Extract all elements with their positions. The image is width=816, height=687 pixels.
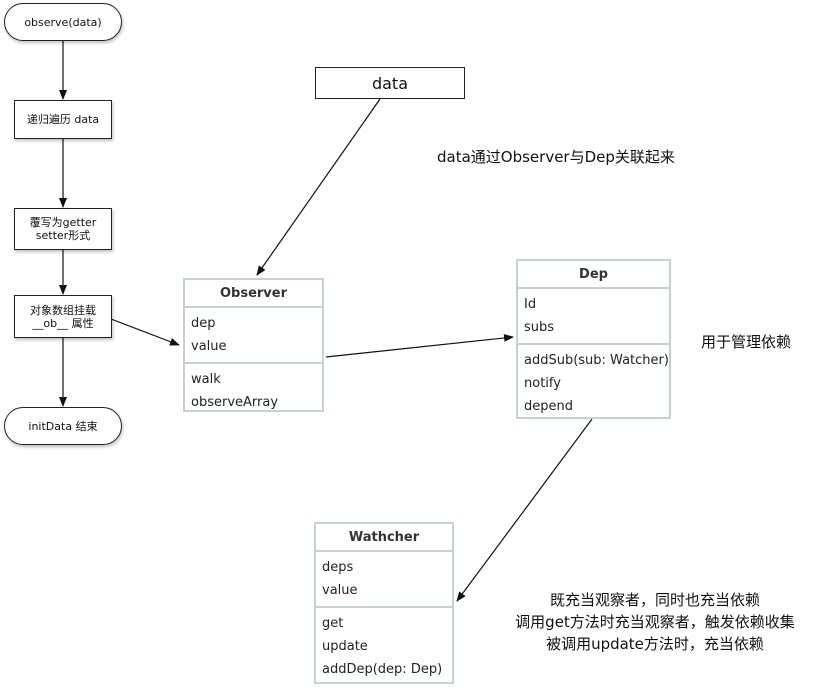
note-data-link: data通过Observer与Dep关联起来 [437, 148, 675, 166]
dep-class-title: Dep [518, 261, 669, 289]
dep-method: notify [524, 376, 561, 391]
watcher-methods: get update addDep(dep: Dep) [316, 606, 452, 685]
dep-attribute: Id [524, 297, 537, 312]
observer-method: observeArray [191, 395, 279, 410]
watcher-attribute: deps [322, 560, 354, 575]
data-box-label: data [371, 73, 409, 93]
watcher-attribute: value [322, 583, 358, 598]
note-watcher-role-line: 既充当观察者，同时也充当依赖 [549, 591, 760, 609]
watcher-method: addDep(dep: Dep) [322, 662, 443, 677]
flow-end-node: initData 结束 [4, 407, 122, 445]
arrow-step3-to-observer [110, 318, 180, 346]
arrow-dep-to-watcher [456, 418, 593, 602]
data-box: data [315, 67, 465, 99]
arrow-observer-to-dep [325, 333, 514, 358]
observer-attributes: dep value [185, 308, 322, 362]
observer-method: walk [191, 372, 221, 387]
flow-step-getter-setter: 覆写为getter setter形式 [14, 208, 112, 250]
watcher-attributes: deps value [316, 552, 452, 606]
note-watcher-role: 既充当观察者，同时也充当依赖 调用get方法时充当观察者，触发依赖收集 被调用u… [490, 589, 816, 655]
watcher-class-box: Wathcher deps value get update addDep(de… [314, 522, 454, 684]
dep-methods: addSub(sub: Watcher) notify depend [518, 343, 669, 422]
flow-start-label: observe(data) [24, 15, 102, 29]
note-dep-purpose: 用于管理依赖 [701, 333, 792, 351]
observer-class-box: Observer dep value walk observeArray [183, 278, 324, 412]
arrow-data-to-observer [256, 98, 381, 276]
flow-step-mount-ob: 对象数组挂载 __ob__ 属性 [14, 295, 112, 338]
dep-attributes: Id subs [518, 289, 669, 343]
flow-step-getter-setter-label: 覆写为getter setter形式 [29, 216, 97, 242]
flow-step-traverse: 递归遍历 data [14, 100, 112, 139]
flow-start-node: observe(data) [4, 3, 122, 41]
flow-step-traverse-label: 递归遍历 data [26, 113, 100, 126]
dep-class-box: Dep Id subs addSub(sub: Watcher) notify … [516, 259, 671, 419]
flow-step-mount-ob-label: 对象数组挂载 __ob__ 属性 [30, 303, 96, 330]
note-watcher-role-line: 被调用update方法时，充当依赖 [546, 635, 764, 653]
observer-attribute: dep [191, 316, 216, 331]
watcher-class-title: Wathcher [316, 524, 452, 552]
watcher-method: get [322, 616, 344, 631]
observer-attribute: value [191, 339, 227, 354]
watcher-method: update [322, 639, 368, 654]
dep-attribute: subs [524, 320, 555, 335]
flow-end-label: initData 结束 [28, 419, 98, 433]
dep-method: depend [524, 399, 573, 414]
dep-method: addSub(sub: Watcher) [524, 353, 669, 368]
observer-class-title: Observer [185, 280, 322, 308]
observer-methods: walk observeArray [185, 362, 322, 418]
note-watcher-role-line: 调用get方法时充当观察者，触发依赖收集 [515, 613, 795, 631]
